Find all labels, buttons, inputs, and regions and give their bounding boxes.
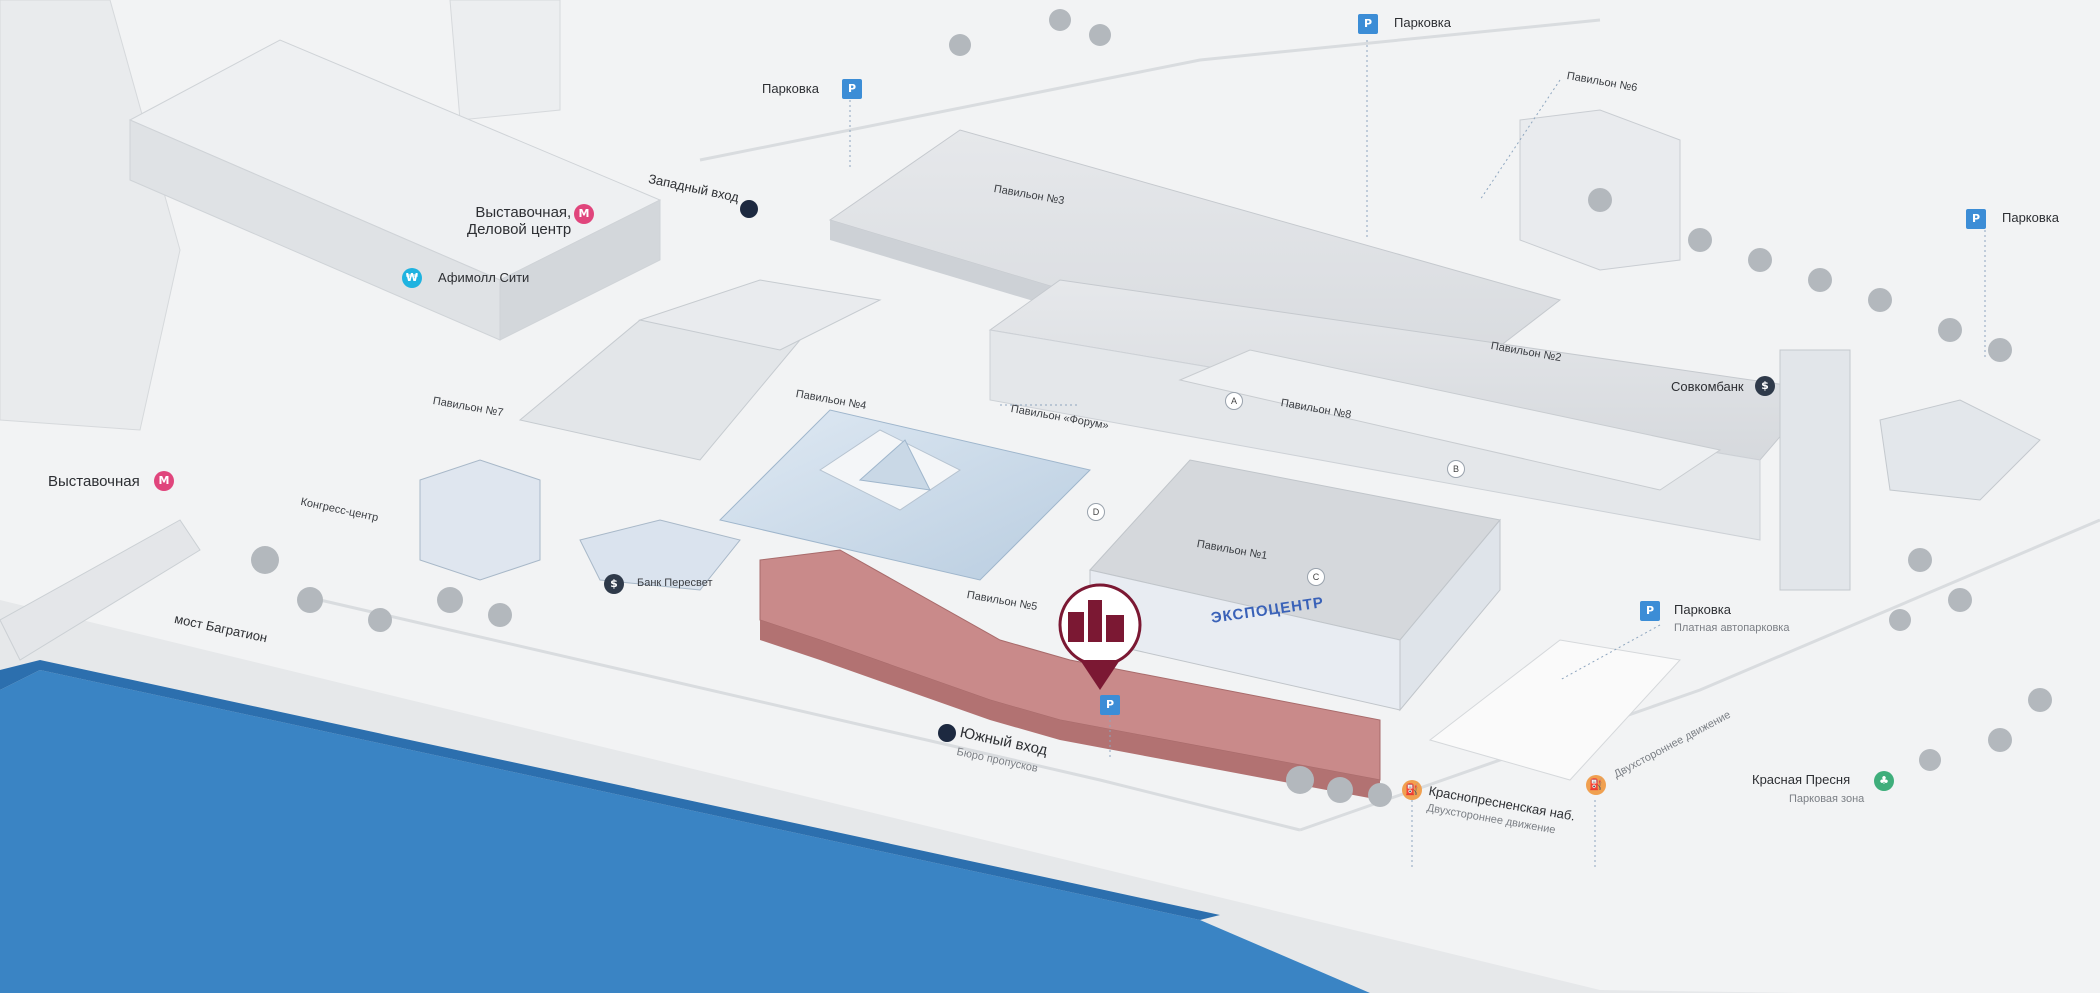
road [319,598,1301,832]
pavilion-4-roof [638,279,882,351]
afimall-label: Афимолл Сити [438,270,530,285]
sovcombank-label: Совкомбанк [1671,379,1744,394]
bank-icon-sovcombank[interactable]: $ [1755,376,1775,396]
pavilion-1-side [1399,518,1501,712]
entrance-d-marker[interactable]: D [1087,503,1105,521]
parking-label-1: Парковка [762,81,819,96]
bank-icon-peresvet[interactable]: $ [604,574,624,594]
location-marker[interactable] [1058,583,1142,690]
metro-icon[interactable]: М [574,204,594,224]
parking-icon-4[interactable]: P [1640,601,1660,621]
metro-vystavochnaya-delovoy-label: Выставочная, Деловой центр [467,204,572,239]
park-icon[interactable]: ♣ [1874,771,1894,791]
bank-peresvet-building [579,519,741,591]
fuel-icon[interactable]: ⛽ [1402,780,1422,800]
trees [251,9,2052,807]
west-entrance-icon[interactable] [740,200,758,218]
fuel-icon-2[interactable]: ⛽ [1586,775,1606,795]
parking-label-2: Парковка [1394,15,1451,30]
metro-icon-2[interactable]: М [154,471,174,491]
tower-top [449,0,561,121]
parking-dome [1428,639,1681,781]
parking-label-4: Парковка [1674,602,1731,617]
pavilion-5-side [760,620,1380,800]
entrance-b-marker[interactable]: B [1447,460,1465,478]
congress-center [419,459,541,581]
leader-lines [849,40,1986,870]
entrance-a-marker[interactable]: A [1225,392,1243,410]
river [0,670,1370,993]
river-edge [0,660,1220,920]
east-building [1879,399,2041,501]
road-north [699,18,1601,162]
mall-icon[interactable]: ₩ [402,268,422,288]
parking-icon-3[interactable]: P [1966,209,1986,229]
parking-icon-2[interactable]: P [1358,14,1378,34]
parking-icon-1[interactable]: P [842,79,862,99]
tower-left [0,0,181,431]
pavilion-8-roof [1178,349,1722,491]
park-zone-label: Парковая зона [1789,793,1865,805]
krasnaya-presnya-label: Красная Пресня [1752,772,1851,787]
bank-peresvet-label: Банк Пересвет [637,577,713,589]
parking-label-3: Парковка [2002,210,2059,225]
round-tower [1779,349,1851,591]
bridge [0,519,201,661]
vystavochnaya-label: Выставочная [48,473,140,490]
road-east [1299,518,2100,832]
entrance-c-marker[interactable]: C [1307,568,1325,586]
parking-icon-5[interactable]: P [1100,695,1120,715]
paid-parking-label: Платная автопарковка [1674,622,1790,634]
afimall-front [499,199,661,341]
forum-pyramid [858,439,931,491]
south-entrance-icon[interactable] [938,724,956,742]
